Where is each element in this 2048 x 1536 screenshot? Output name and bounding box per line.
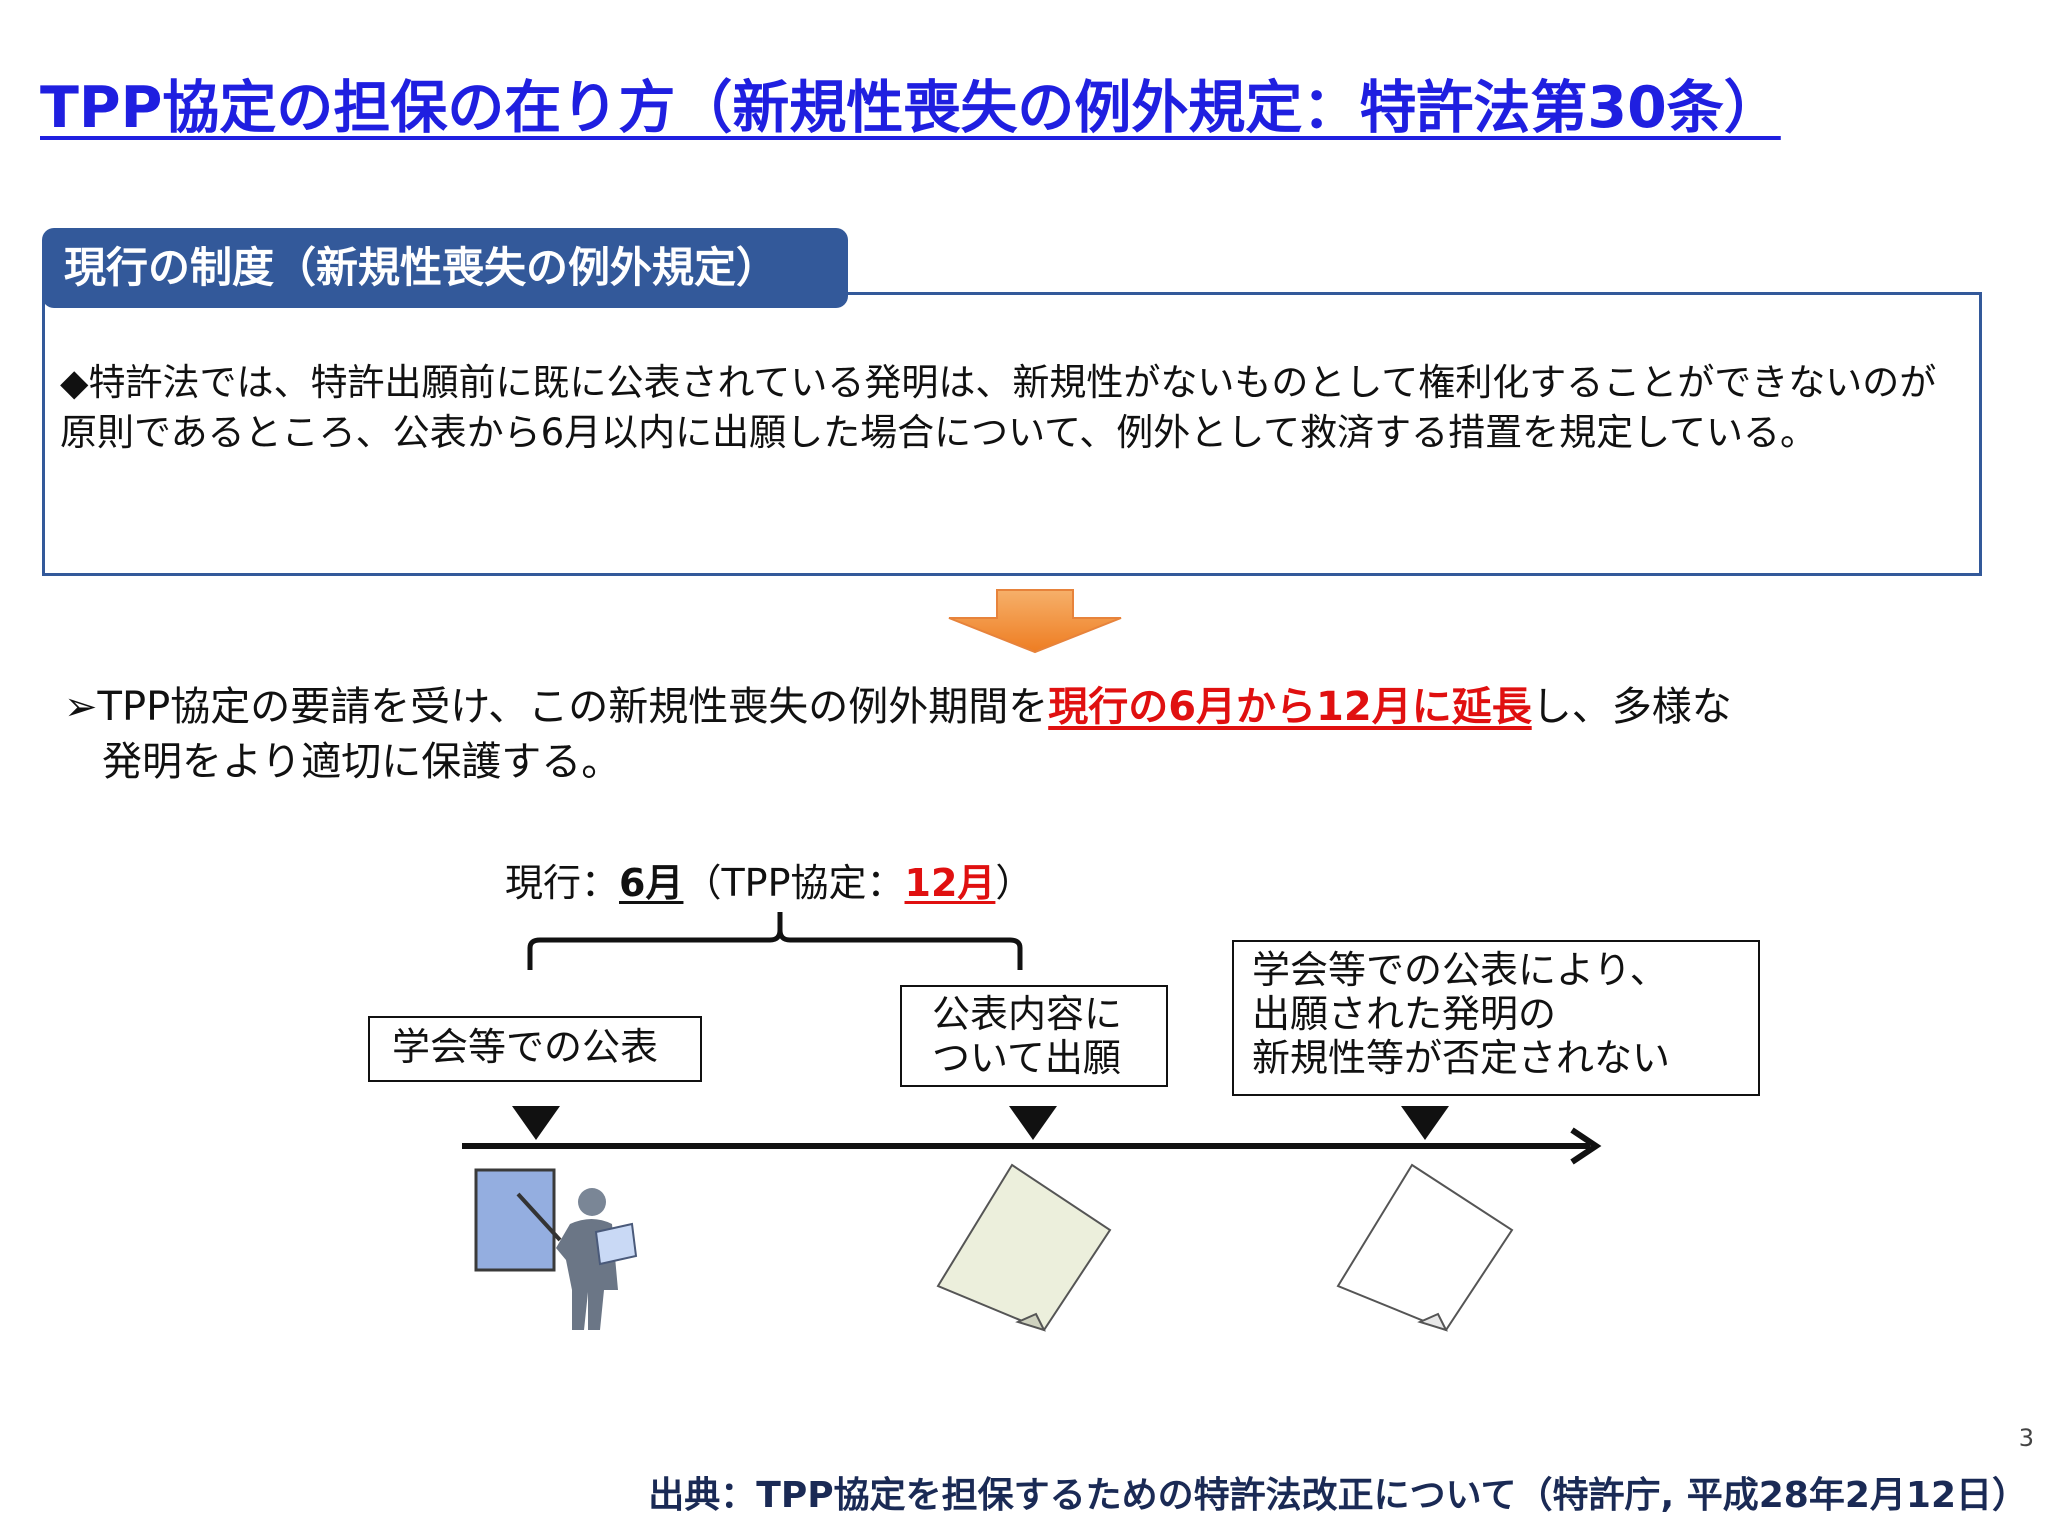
- event3-line3: 新規性等が否定されない: [1252, 1036, 1671, 1080]
- bullet-text-line2: 発明をより適切に保護する。: [102, 739, 622, 785]
- period-prefix: 現行：: [505, 861, 620, 905]
- period-label: 現行：6月（TPP協定：12月）: [505, 852, 1033, 907]
- period-brace: [527, 912, 1023, 970]
- document-icon: [936, 1163, 1112, 1332]
- bullet-highlight: 現行の6月から12月に延長: [1048, 684, 1532, 730]
- event1-box: 学会等での公表: [368, 1016, 702, 1082]
- extension-bullet: ➢TPP協定の要請を受け、この新規性喪失の例外期間を現行の6月から12月に延長し…: [64, 680, 1994, 790]
- event3-line1: 学会等での公表により、: [1252, 948, 1668, 992]
- event2-line2: ついて出願: [932, 1036, 1121, 1080]
- bullet-text-after: し、多様な: [1531, 684, 1732, 730]
- event1-label: 学会等での公表: [392, 1025, 659, 1069]
- down-arrow-icon: [948, 589, 1122, 654]
- event2-box: 公表内容に ついて出願: [900, 985, 1168, 1087]
- marker-event3: [1401, 1106, 1449, 1140]
- period-mid: （TPP協定：: [683, 861, 905, 905]
- marker-event2: [1009, 1106, 1057, 1140]
- slide-title: TPP協定の担保の在り方（新規性喪失の例外規定：特許法第30条）: [40, 75, 1781, 141]
- presenter-icon: [474, 1168, 638, 1330]
- bullet-text-before: TPP協定の要請を受け、この新規性喪失の例外期間を: [97, 684, 1049, 730]
- event3-line2: 出願された発明の: [1252, 992, 1557, 1036]
- document-icon: [1336, 1163, 1514, 1332]
- current-system-box: [42, 292, 1982, 576]
- period-suffix: ）: [995, 861, 1034, 905]
- period-tpp: 12月: [904, 861, 996, 905]
- current-system-tab: 現行の制度（新規性喪失の例外規定）: [42, 228, 848, 308]
- marker-event1: [512, 1106, 560, 1140]
- period-current: 6月: [619, 861, 684, 905]
- event3-box: 学会等での公表により、 出願された発明の 新規性等が否定されない: [1232, 940, 1760, 1096]
- current-system-text: ◆特許法では、特許出願前に既に公表されている発明は、新規性がないものとして権利化…: [60, 361, 1937, 454]
- event2-line1: 公表内容に: [932, 992, 1123, 1036]
- source-citation: 出典：TPP協定を担保するための特許法改正について（特許庁, 平成28年2月12…: [648, 1475, 2028, 1516]
- page-number: 3: [2018, 1424, 2034, 1452]
- bullet-marker: ➢: [64, 684, 98, 730]
- timeline-arrowhead: [1570, 1127, 1602, 1165]
